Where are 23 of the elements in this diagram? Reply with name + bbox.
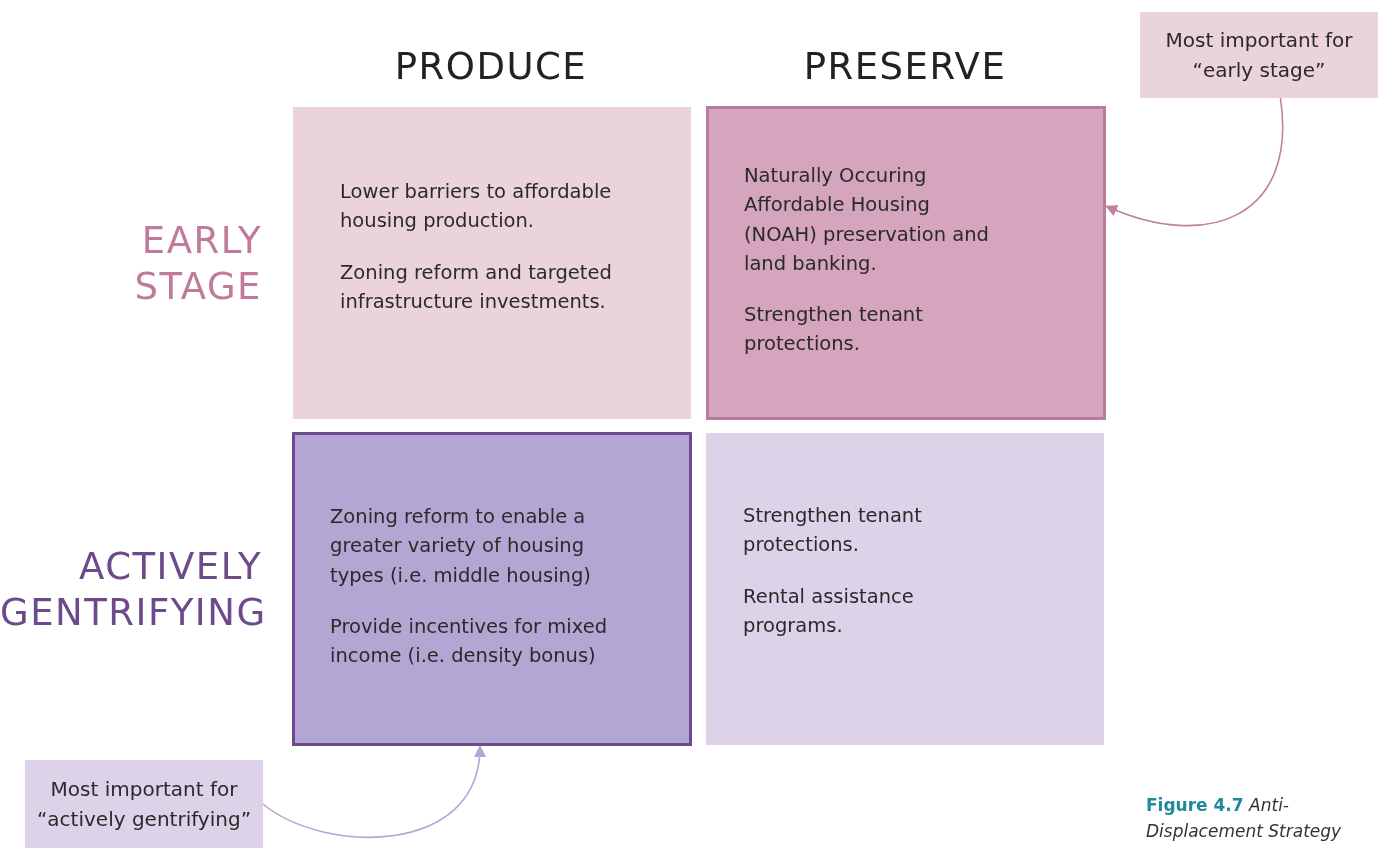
row-heading: ACTIVELY GENTRIFYING	[0, 544, 262, 637]
strategy-text: Strengthen tenant protections.	[744, 302, 924, 358]
strategy-text: Provide incentives for mixed income (i.e. density bonus)	[330, 613, 609, 669]
strategy-text: Zoning reform to enable a greater variety of housing types (i.e. middle housing)	[330, 504, 592, 589]
strategy-text: Lower barriers to affordable housing production.	[340, 179, 613, 235]
strategy-text: Rental assistance programs.	[743, 583, 915, 639]
curved-arrow	[262, 745, 485, 839]
strategy-cell	[706, 433, 1104, 745]
row-heading: EARLY STAGE	[133, 218, 262, 311]
strategy-text: Zoning reform and targeted infrastructure investments.	[340, 259, 613, 315]
callout-box	[25, 760, 263, 848]
strategy-cell	[292, 432, 692, 746]
curved-arrow	[1105, 97, 1284, 227]
strategy-text: Naturally Occuring Affordable Housing (NOAH) preservation and land banking.	[744, 163, 990, 277]
callout-box	[1140, 12, 1378, 98]
column-heading: PRESERVE	[802, 44, 1008, 90]
callout-text: Most important for “actively gentrifying”	[36, 776, 252, 833]
column-heading: PRODUCE	[393, 44, 589, 90]
figure-caption: Figure 4.7 Anti-Displacement Strategy	[1146, 794, 1343, 843]
strategy-cell	[293, 107, 691, 419]
callout-text: Most important for “early stage”	[1164, 27, 1354, 84]
strategy-cell	[706, 106, 1106, 420]
strategy-text: Strengthen tenant protections.	[743, 503, 923, 559]
